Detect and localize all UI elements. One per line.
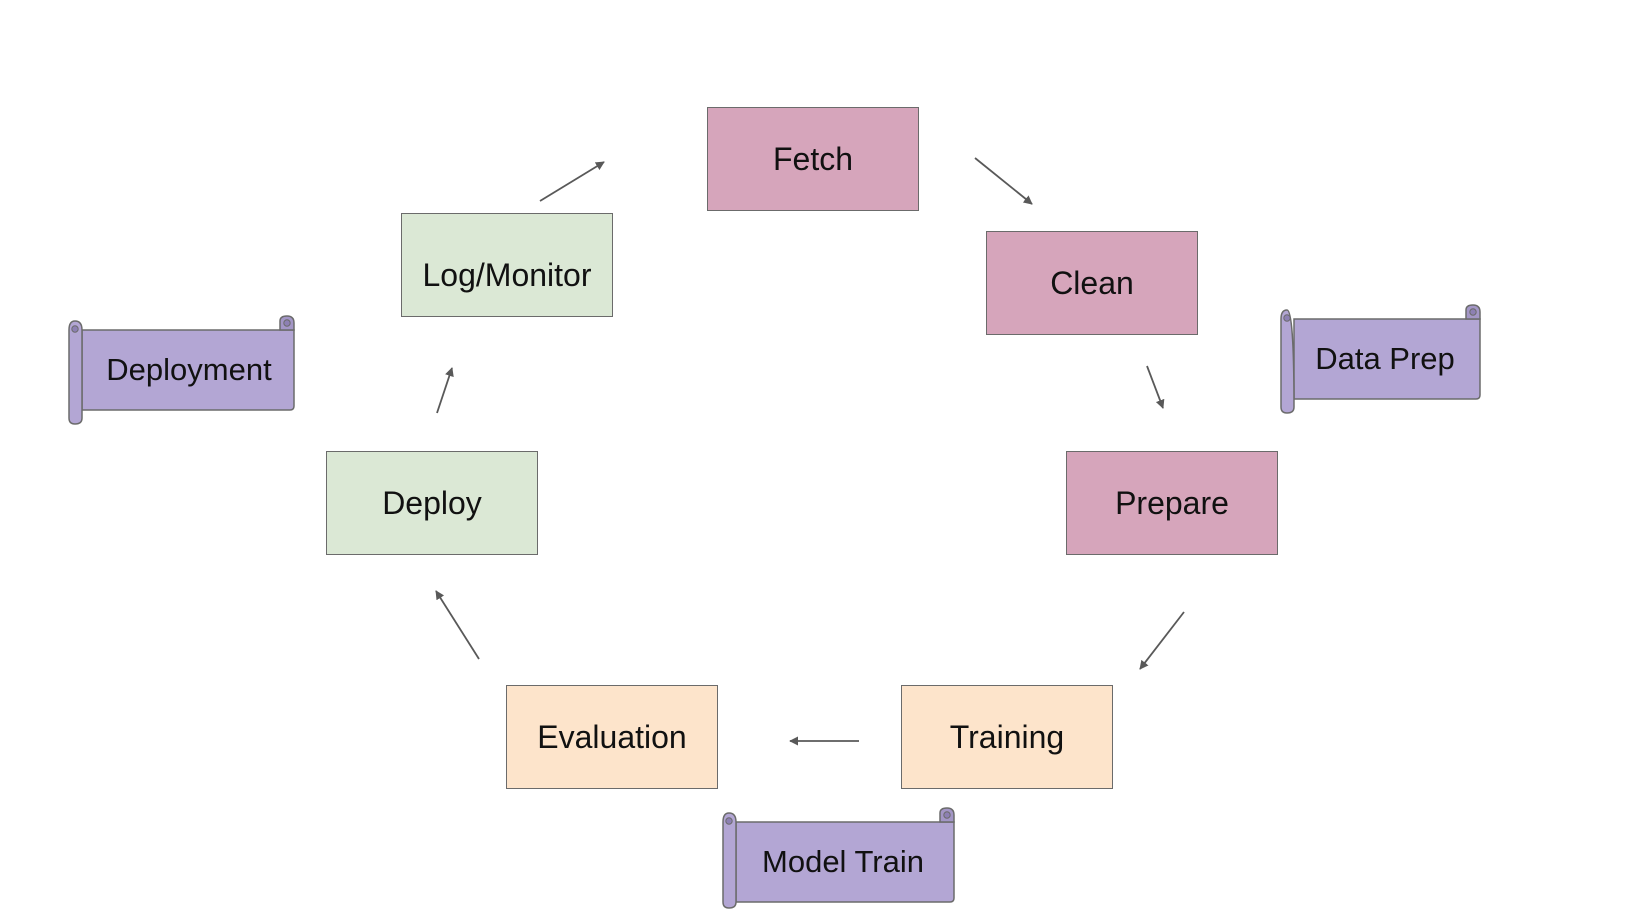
scroll-shape (68, 315, 295, 425)
stage-prepare-label: Prepare (1115, 484, 1229, 521)
stage-deploy: Deploy (326, 451, 538, 555)
arrow-prepare-to-training (1139, 611, 1185, 670)
phase-banner-model-train: Model Train (722, 807, 956, 914)
phase-banner-deployment: Deployment (68, 315, 302, 425)
stage-log-monitor-label: Log/Monitor (422, 256, 592, 293)
stage-clean-label: Clean (1050, 264, 1134, 301)
stage-deploy-label: Deploy (382, 484, 482, 521)
stage-fetch-label: Fetch (772, 140, 854, 177)
phase-deployment-label: Deployment (106, 352, 272, 387)
arrow-fetch-to-clean (974, 157, 1033, 205)
scroll-shape (1280, 304, 1481, 414)
phase-model-train-label: Model Train (762, 844, 924, 879)
phase-banner-data-prep: Data Prep (1280, 304, 1481, 414)
arrow-deploy-to-logmonitor (436, 367, 454, 414)
stage-log-monitor: Log/Monitor (401, 213, 613, 317)
phase-data-prep-label: Data Prep (1315, 341, 1455, 376)
stage-clean: Clean (986, 231, 1198, 335)
stage-prepare: Prepare (1066, 451, 1278, 555)
arrow-evaluation-to-deploy (435, 590, 480, 660)
stage-training-label: Training (949, 718, 1065, 755)
stage-evaluation: Evaluation (506, 685, 718, 789)
arrow-logmonitor-to-fetch (539, 161, 605, 202)
arrow-clean-to-prepare (1146, 365, 1165, 409)
stage-training: Training (901, 685, 1113, 789)
stage-fetch: Fetch (707, 107, 919, 211)
scroll-shape (722, 807, 955, 909)
stage-evaluation-label: Evaluation (537, 718, 687, 755)
